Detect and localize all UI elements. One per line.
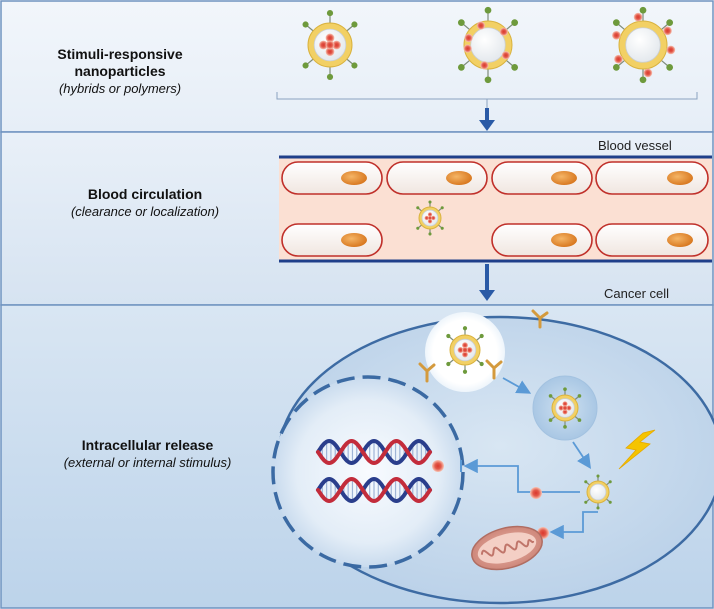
- red-blood-cell: [595, 161, 709, 195]
- arrow-down-1: [479, 108, 495, 131]
- nanoparticle-icon: [302, 10, 358, 80]
- red-blood-cell: [281, 161, 383, 195]
- nanoparticle-icon: [584, 474, 612, 510]
- nanoparticle-binding: [446, 326, 484, 374]
- panel-label-release: Intracellular release (external or inter…: [30, 437, 265, 471]
- blood-vessel-label: Blood vessel: [598, 138, 672, 153]
- released-drug: [530, 487, 542, 499]
- receptor-icon: [531, 309, 549, 329]
- antibody-icon: [485, 359, 503, 380]
- dna-helix-icon: [316, 438, 432, 504]
- arrow-to-nucleus: [463, 458, 580, 493]
- nanoparticle-icon: [446, 326, 484, 374]
- panel-title: Intracellular release: [81, 437, 214, 453]
- nanoparticle-row: [302, 6, 676, 84]
- nanoparticle-icon: [612, 6, 676, 84]
- dna-strand: [316, 476, 432, 504]
- red-blood-cell: [491, 161, 593, 195]
- red-blood-cell: [386, 161, 488, 195]
- panel-subtitle: (clearance or localization): [70, 204, 220, 219]
- red-blood-cell: [491, 223, 593, 257]
- panel-label-nanoparticles: Stimuli-responsive nanoparticles (hybrid…: [10, 46, 230, 97]
- red-blood-cell: [595, 223, 709, 257]
- mitochondrion-icon: [471, 525, 543, 571]
- lightning-icon: [618, 429, 656, 470]
- panel-title: Blood circulation: [87, 186, 203, 202]
- arrow-to-release: [572, 441, 591, 469]
- endocytosed-nanoparticle: [548, 387, 582, 429]
- panel-subtitle: (hybrids or polymers): [58, 81, 182, 96]
- released-drug-in-nucleus: [432, 460, 444, 472]
- panel-label-circulation: Blood circulation (clearance or localiza…: [30, 186, 260, 220]
- nanoparticle-icon: [457, 6, 519, 84]
- circulating-nanoparticle: [416, 200, 444, 236]
- arrow-down-2: [479, 264, 495, 301]
- cancer-cell-label: Cancer cell: [604, 286, 670, 301]
- dna-strand: [316, 438, 432, 466]
- red-blood-cells: [281, 161, 709, 257]
- antibody-icon: [418, 362, 436, 383]
- arrow-to-mitochondrion: [549, 511, 598, 540]
- nanoparticle-icon: [416, 200, 444, 236]
- nanoparticle-icon: [548, 387, 582, 429]
- arrow-to-endosome: [502, 377, 532, 394]
- red-blood-cell: [281, 223, 383, 257]
- panel-subtitle: (external or internal stimulus): [63, 455, 232, 470]
- panel-title: Stimuli-responsive nanoparticles: [57, 46, 183, 79]
- releasing-nanoparticle: [584, 474, 612, 510]
- nucleus: [271, 375, 465, 569]
